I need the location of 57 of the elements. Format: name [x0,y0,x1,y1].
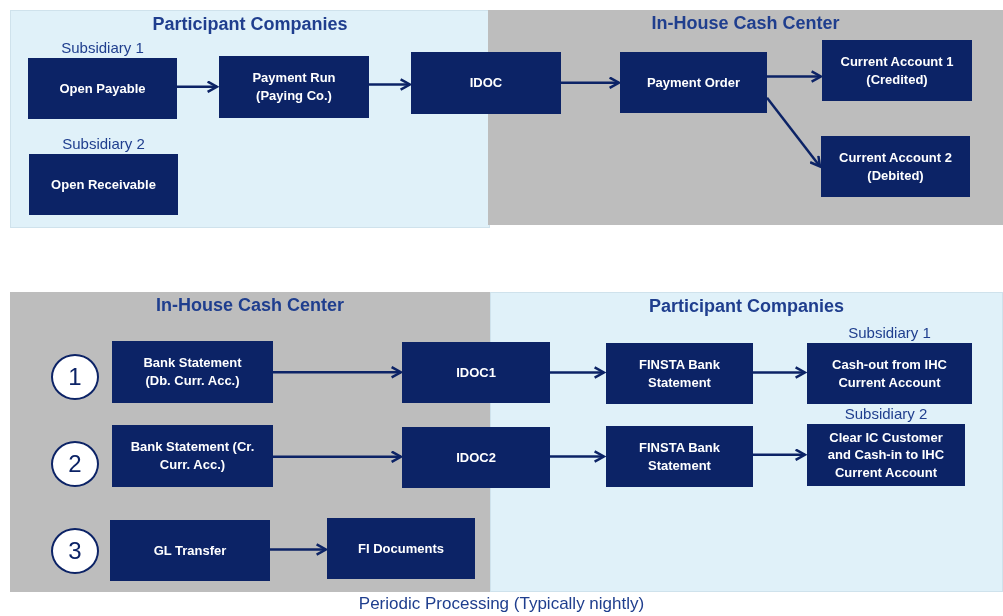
region-heading: Participant Companies [647,296,845,317]
step-circle [51,354,99,400]
process-box [327,518,475,579]
region-heading: Participant Companies [151,14,349,35]
box-label: Open Payable [59,79,146,98]
step-number: 3 [68,537,82,565]
box-label: GL Transfer [153,541,227,560]
process-box [620,52,767,113]
arrow [273,365,403,379]
box-label: FI Documents [358,539,444,558]
box-label: Bank Statement (Db. Curr. Acc.) [142,354,243,390]
step-number: 2 [68,450,82,478]
region-heading: In-House Cash Center [154,295,345,316]
box-label: IDOC [469,74,503,92]
box-label: Bank Statement (Cr. Curr. Acc.) [130,438,255,474]
process-box [822,40,972,101]
process-box [606,426,753,487]
arrow [550,366,606,379]
arrow [176,80,219,94]
step-number: 1 [68,363,82,391]
box-label: Open Receivable [51,175,156,194]
process-box [606,343,753,404]
subsidiary-label: Subsidiary 2 [61,134,146,154]
subsidiary-label: Subsidiary 1 [847,323,932,343]
arrow [273,450,403,464]
process-box [112,425,273,487]
box-label: Clear IC Customer and Cash-in to IHC Current Account [826,428,946,482]
region-heading: In-House Cash Center [650,13,841,34]
box-label: Current Account 1 (Credited) [839,52,955,89]
arrow [561,76,621,90]
process-box [110,520,270,581]
arrow [766,97,822,168]
box-label: Payment Run (Paying Co.) [251,69,337,105]
box-label: Payment Order [646,73,741,92]
arrow [368,78,412,91]
subsidiary-label: Subsidiary 2 [843,404,929,424]
process-box [411,52,561,114]
process-box [402,342,550,403]
box-label: Cash-out from IHC Current Account [831,355,948,392]
box-label: Current Account 2 (Debited) [838,148,953,185]
process-box [219,56,369,118]
arrow [752,448,807,462]
arrow [767,70,823,83]
arrow [270,543,328,556]
arrow [550,450,606,463]
box-label: FINSTA Bank Statement [638,438,721,475]
step-circle [51,441,99,487]
arrow [752,366,807,379]
caption: Periodic Processing (Typically nightly) [357,594,646,614]
subsidiary-label: Subsidiary 1 [60,38,145,58]
process-box [821,136,970,197]
box-label: FINSTA Bank Statement [638,355,721,392]
box-label: IDOC1 [456,363,496,382]
box-label: IDOC2 [456,448,496,467]
process-box [402,427,550,488]
process-box [112,341,273,403]
step-circle [51,528,99,574]
